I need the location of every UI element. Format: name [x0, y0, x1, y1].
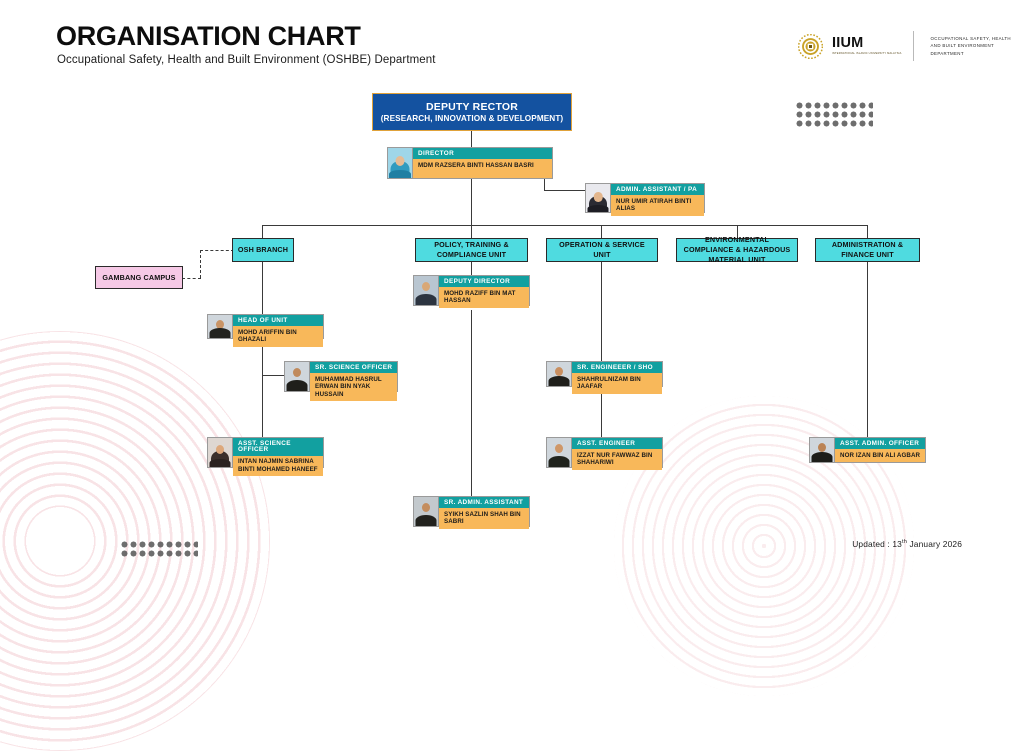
director-name: MDM RAZSERA BINTI HASSAN BASRI — [413, 159, 552, 178]
unit-operation-service[interactable]: OPERATION & SERVICE UNIT — [546, 238, 658, 262]
unit-policy-training-compliance[interactable]: POLICY, TRAINING & COMPLIANCE UNIT — [415, 238, 528, 262]
asst-engineer-role: ASST. ENGINEER — [572, 438, 662, 450]
node-deputy-rector-title: DEPUTY RECTOR — [425, 101, 519, 113]
sr-engineer-sho-avatar — [547, 362, 572, 386]
asst-engineer-avatar — [547, 438, 572, 467]
sr-science-officer-avatar — [285, 362, 310, 391]
asst-science-officer-role: ASST. SCIENCE OFFICER — [233, 438, 323, 456]
asst-engineer-name: IZZAT NUR FAWWAZ BIN SHAHARIWI — [572, 449, 662, 470]
sr-science-officer-role: SR. SCIENCE OFFICER — [310, 362, 397, 374]
connector-osh-to-head — [262, 262, 263, 317]
connector-gambang-vert-dashed — [200, 250, 201, 278]
connector-policy-column-spine — [471, 310, 472, 497]
unit-administration-finance-label: ADMINISTRATION & FINANCE UNIT — [831, 240, 904, 259]
unit-environmental-hazardous-label: ENVIRONMENTAL COMPLIANCE & HAZARDOUS MAT… — [683, 235, 791, 264]
connector-unit-bus — [262, 225, 867, 226]
connector-bus-to-osh-branch — [262, 225, 263, 238]
deputy-director-avatar — [414, 276, 439, 305]
connector-admin-to-asst-officer — [867, 262, 868, 439]
iium-wordmark-subtext: INTERNATIONAL ISLAMIC UNIVERSITY MALAYSI… — [832, 51, 902, 55]
sr-admin-assistant-role: SR. ADMIN. ASSISTANT — [439, 497, 529, 509]
deputy-director-name: MOHD RAZIFF BIN MAT HASSAN — [439, 287, 529, 308]
connector-osh-column-spine — [262, 341, 263, 451]
card-deputy-director[interactable]: DEPUTY DIRECTOR MOHD RAZIFF BIN MAT HASS… — [413, 275, 530, 308]
card-director[interactable]: DIRECTOR MDM RAZSERA BINTI HASSAN BASRI — [387, 147, 553, 179]
card-asst-science-officer[interactable]: ASST. SCIENCE OFFICER INTAN NAJMIN SABRI… — [207, 437, 324, 477]
admin-assistant-role: ADMIN. ASSISTANT / PA — [611, 184, 704, 196]
gambang-campus-label: GAMBANG CAMPUS — [102, 273, 176, 282]
unit-administration-finance[interactable]: ADMINISTRATION & FINANCE UNIT — [815, 238, 920, 262]
sr-admin-assistant-name: SYIKH SAZLIN SHAH BIN SABRI — [439, 508, 529, 529]
unit-environmental-hazardous[interactable]: ENVIRONMENTAL COMPLIANCE & HAZARDOUS MAT… — [676, 235, 798, 264]
node-gambang-campus[interactable]: GAMBANG CAMPUS — [95, 266, 183, 289]
head-of-unit-name: MOHD ARIFFIN BIN GHAZALI — [233, 326, 323, 347]
card-head-of-unit[interactable]: HEAD OF UNIT MOHD ARIFFIN BIN GHAZALI — [207, 314, 324, 347]
admin-assistant-name: NUR UMIR ATIRAH BINTI ALIAS — [611, 195, 704, 216]
asst-science-officer-name: INTAN NAJMIN SABRINA BINTI MOHAMED HANEE… — [233, 455, 323, 477]
connector-policy-to-deputy — [471, 262, 472, 276]
updated-suffix: January 2026 — [906, 539, 962, 549]
connector-osh-to-sr-science — [262, 375, 284, 376]
director-role: DIRECTOR — [413, 148, 552, 160]
director-avatar — [388, 148, 413, 178]
card-sr-admin-assistant[interactable]: SR. ADMIN. ASSISTANT SYIKH SAZLIN SHAH B… — [413, 496, 530, 529]
connector-director-to-pa-horz — [544, 190, 590, 191]
updated-date: Updated : 13th January 2026 — [852, 539, 962, 549]
card-admin-assistant-pa[interactable]: ADMIN. ASSISTANT / PA NUR UMIR ATIRAH BI… — [585, 183, 705, 216]
decorative-dot-grid-top — [795, 101, 873, 128]
asst-admin-officer-role: ASST. ADMIN. OFFICER — [835, 438, 925, 450]
brand-department-text: OCCUPATIONAL SAFETY, HEALTH AND BUILT EN… — [930, 36, 1011, 56]
unit-osh-branch[interactable]: OSH BRANCH — [232, 238, 294, 262]
updated-prefix: Updated : 13 — [852, 539, 902, 549]
head-of-unit-avatar — [208, 315, 233, 338]
connector-gambang-to-osh-dashed — [200, 250, 234, 251]
iium-wordmark-text: IIUM — [832, 35, 864, 52]
connector-director-spine — [471, 155, 472, 237]
connector-operation-to-sr-engineer — [601, 262, 602, 362]
page-title: ORGANISATION CHART — [56, 21, 361, 51]
sr-science-officer-name: MUHAMMAD HASRUL ERWAN BIN NYAK HUSSAIN — [310, 373, 397, 402]
decorative-radial-dots-left — [0, 331, 270, 751]
sr-admin-assistant-avatar — [414, 497, 439, 526]
connector-bus-to-admin-unit — [867, 225, 868, 238]
connector-bus-to-operation-unit — [601, 225, 602, 238]
node-deputy-rector[interactable]: DEPUTY RECTOR (RESEARCH, INNOVATION & DE… — [372, 93, 572, 131]
head-of-unit-role: HEAD OF UNIT — [233, 315, 323, 327]
node-deputy-rector-subtitle: (RESEARCH, INNOVATION & DEVELOPMENT) — [380, 114, 564, 123]
connector-root-to-director — [471, 131, 472, 155]
brand-divider — [912, 31, 914, 61]
iium-wordmark: IIUM INTERNATIONAL ISLAMIC UNIVERSITY MA… — [832, 36, 902, 55]
connector-bus-to-policy-unit — [471, 225, 472, 238]
sr-engineer-sho-name: SHAHRULNIZAM BIN JAAFAR — [572, 373, 662, 394]
asst-science-officer-avatar — [208, 438, 233, 467]
page-subtitle: Occupational Safety, Health and Built En… — [57, 54, 436, 66]
unit-osh-branch-label: OSH BRANCH — [237, 245, 289, 255]
asst-admin-officer-name: NOR IZAN BIN ALI AGBAR — [835, 449, 925, 463]
card-asst-engineer[interactable]: ASST. ENGINEER IZZAT NUR FAWWAZ BIN SHAH… — [546, 437, 663, 470]
unit-policy-training-compliance-label: POLICY, TRAINING & COMPLIANCE UNIT — [434, 240, 509, 259]
connector-gambang-stub-dashed — [182, 278, 201, 279]
asst-admin-officer-avatar — [810, 438, 835, 462]
brand-lockup: IIUM INTERNATIONAL ISLAMIC UNIVERSITY MA… — [797, 31, 1019, 61]
connector-operation-to-asst-engineer — [601, 392, 602, 439]
sr-engineer-sho-role: SR. ENGINEEER / SHO — [572, 362, 662, 374]
admin-assistant-avatar — [586, 184, 611, 212]
unit-operation-service-label: OPERATION & SERVICE UNIT — [559, 240, 645, 259]
connector-bus-to-env-unit — [737, 225, 738, 238]
deputy-director-role: DEPUTY DIRECTOR — [439, 276, 529, 288]
card-asst-admin-officer[interactable]: ASST. ADMIN. OFFICER NOR IZAN BIN ALI AG… — [809, 437, 926, 463]
card-sr-science-officer[interactable]: SR. SCIENCE OFFICER MUHAMMAD HASRUL ERWA… — [284, 361, 398, 402]
iium-seal-icon — [797, 33, 824, 59]
card-sr-engineer-sho[interactable]: SR. ENGINEEER / SHO SHAHRULNIZAM BIN JAA… — [546, 361, 663, 394]
org-chart-canvas: ORGANISATION CHART Occupational Safety, … — [0, 21, 1019, 751]
updated-ordinal: th — [902, 539, 907, 546]
decorative-dot-grid-bottom — [120, 540, 198, 558]
